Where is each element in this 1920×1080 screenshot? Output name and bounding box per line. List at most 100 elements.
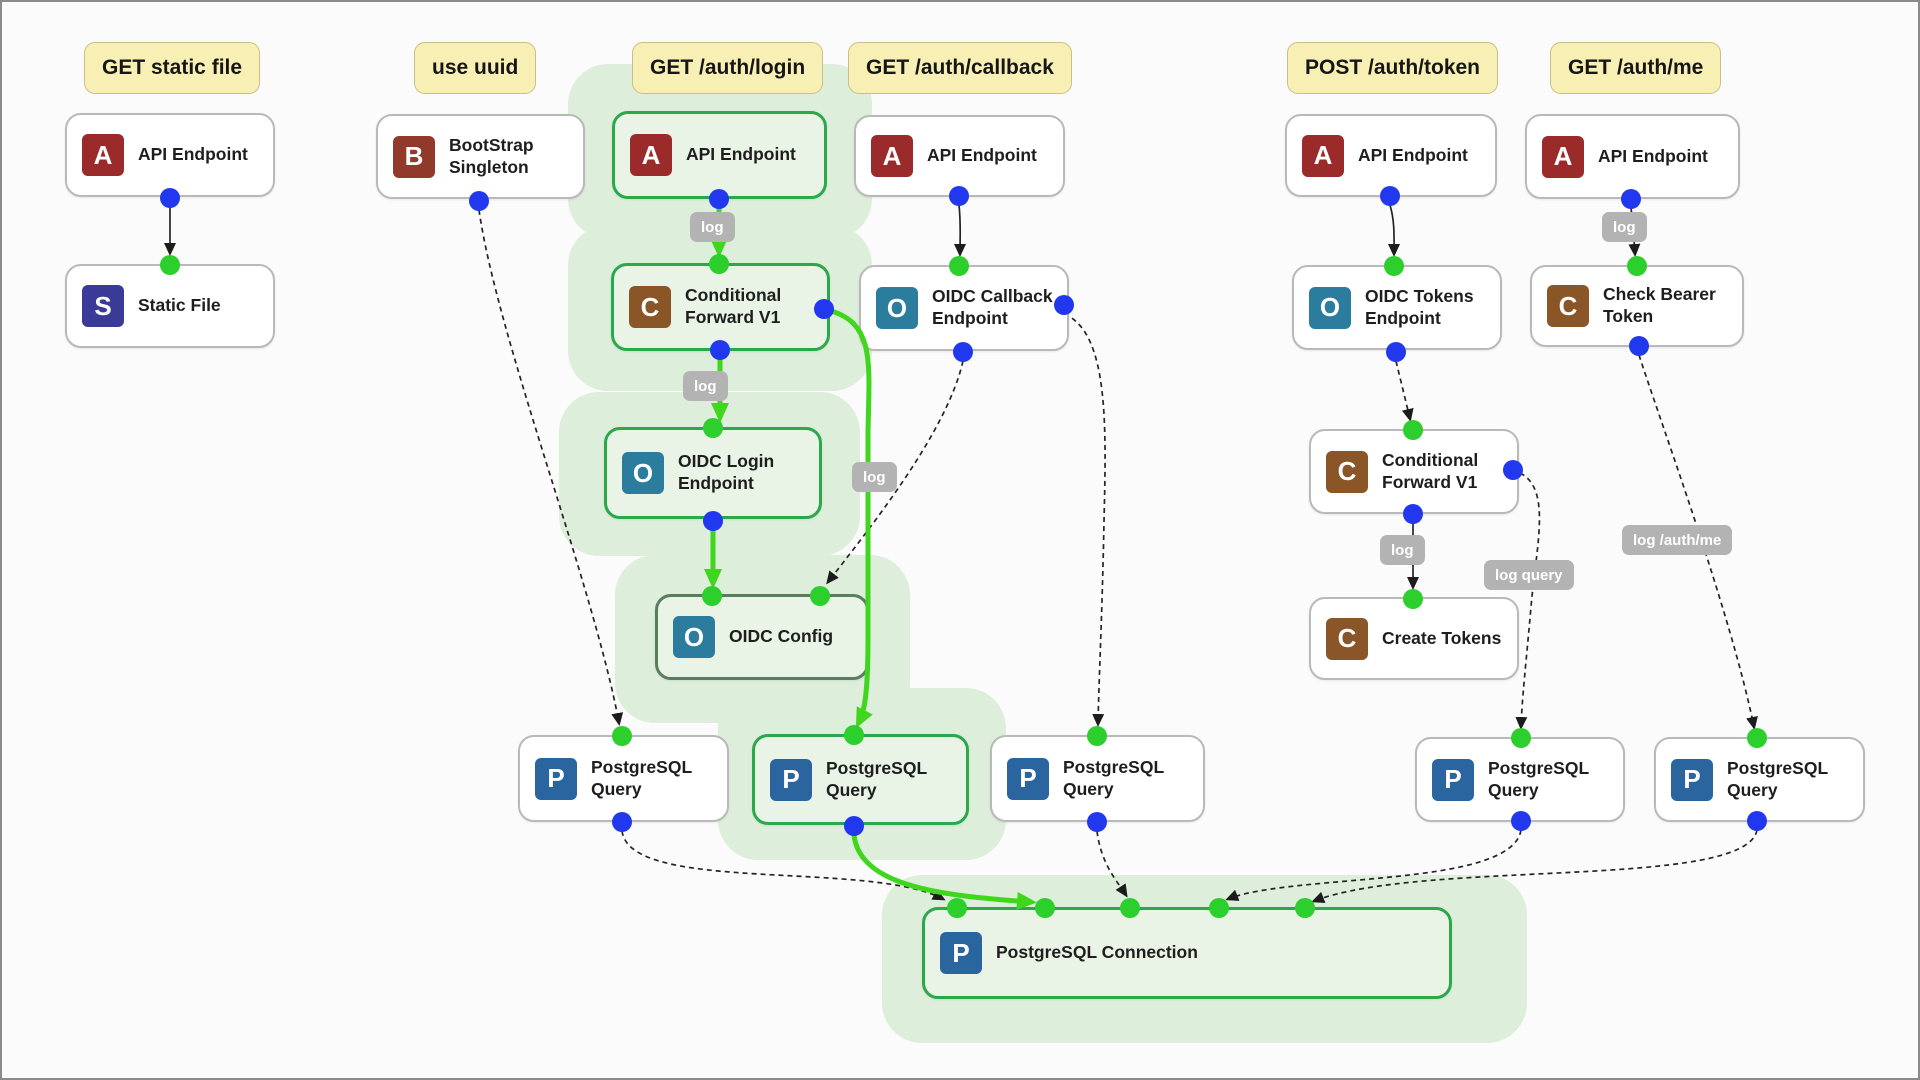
oidc-icon: O [1309, 286, 1351, 329]
input-port[interactable] [702, 586, 722, 606]
edge-label-log[interactable]: log [1380, 535, 1425, 565]
edge-label-log[interactable]: log [690, 212, 735, 242]
output-port[interactable] [1503, 460, 1523, 480]
edge-label-log[interactable]: log [1602, 212, 1647, 242]
node-bootstrap-singleton[interactable]: B BootStrap Singleton [376, 114, 585, 199]
route-label-get-auth-callback[interactable]: GET /auth/callback [848, 42, 1072, 94]
node-oidc-login-endpoint[interactable]: O OIDC Login Endpoint [604, 427, 822, 519]
input-port[interactable] [709, 254, 729, 274]
output-port[interactable] [160, 188, 180, 208]
output-port[interactable] [949, 186, 969, 206]
output-port[interactable] [703, 511, 723, 531]
edge-label-log[interactable]: log [683, 371, 728, 401]
node-conditional-forward-token[interactable]: C Conditional Forward V1 [1309, 429, 1519, 514]
input-port[interactable] [1120, 898, 1140, 918]
output-port[interactable] [1054, 295, 1074, 315]
edge-condfwd-to-query4[interactable] [1515, 472, 1541, 730]
input-port[interactable] [1384, 256, 1404, 276]
node-static-file[interactable]: S Static File [65, 264, 275, 348]
input-port[interactable] [1627, 256, 1647, 276]
edge-query1-to-connection[interactable] [621, 830, 946, 901]
node-api-endpoint-me[interactable]: A API Endpoint [1525, 114, 1740, 199]
node-postgresql-query-4[interactable]: P PostgreSQL Query [1415, 737, 1625, 822]
conditional-forward-icon: C [1326, 450, 1368, 493]
output-port[interactable] [1747, 811, 1767, 831]
route-label-get-auth-me[interactable]: GET /auth/me [1550, 42, 1722, 94]
oidc-icon: O [673, 616, 715, 658]
input-port[interactable] [1403, 420, 1423, 440]
output-port[interactable] [1629, 336, 1649, 356]
output-port[interactable] [612, 812, 632, 832]
input-port[interactable] [1209, 898, 1229, 918]
node-label: API Endpoint [927, 145, 1037, 166]
node-label: PostgreSQL Query [1063, 756, 1164, 799]
input-port[interactable] [612, 726, 632, 746]
output-port[interactable] [469, 191, 489, 211]
node-label: BootStrap Singleton [449, 134, 534, 177]
input-port[interactable] [703, 418, 723, 438]
output-port[interactable] [1087, 812, 1107, 832]
edge-query5-to-connection[interactable] [1311, 829, 1758, 904]
output-port[interactable] [1621, 189, 1641, 209]
output-port[interactable] [1403, 504, 1423, 524]
create-tokens-icon: C [1326, 617, 1368, 660]
output-port[interactable] [1511, 811, 1531, 831]
input-port[interactable] [1403, 589, 1423, 609]
node-api-endpoint-callback[interactable]: A API Endpoint [854, 115, 1065, 197]
edge-label-log-query[interactable]: log query [1484, 560, 1574, 590]
node-label: API Endpoint [1598, 145, 1708, 166]
api-endpoint-icon: A [630, 134, 672, 176]
edge-tokens-to-condfwd[interactable] [1395, 360, 1414, 422]
node-api-endpoint-token[interactable]: A API Endpoint [1285, 114, 1497, 197]
node-label: OIDC Tokens Endpoint [1365, 285, 1474, 328]
output-port[interactable] [814, 299, 834, 319]
output-port[interactable] [1386, 342, 1406, 362]
output-port[interactable] [710, 340, 730, 360]
node-postgresql-query-1[interactable]: P PostgreSQL Query [518, 735, 729, 822]
node-oidc-tokens-endpoint[interactable]: O OIDC Tokens Endpoint [1292, 265, 1502, 350]
edge-bootstrap-to-query1[interactable] [478, 209, 624, 726]
edge-label-log[interactable]: log [852, 462, 897, 492]
api-endpoint-icon: A [82, 134, 124, 176]
oidc-icon: O [876, 287, 918, 329]
node-label: PostgreSQL Connection [996, 942, 1198, 963]
input-port[interactable] [1295, 898, 1315, 918]
input-port[interactable] [1511, 728, 1531, 748]
route-label-post-auth-token[interactable]: POST /auth/token [1287, 42, 1499, 94]
edge-label-log-auth-me[interactable]: log /auth/me [1622, 525, 1733, 555]
route-label-get-auth-login[interactable]: GET /auth/login [632, 42, 824, 94]
input-port[interactable] [1087, 726, 1107, 746]
node-label: PostgreSQL Query [826, 757, 927, 800]
node-conditional-forward-login[interactable]: C Conditional Forward V1 [611, 263, 830, 351]
node-label: Conditional Forward V1 [685, 285, 782, 327]
input-port[interactable] [947, 898, 967, 918]
edge-api-to-oidc-callback[interactable] [954, 204, 967, 257]
output-port[interactable] [953, 342, 973, 362]
node-api-endpoint-static[interactable]: A API Endpoint [65, 113, 275, 197]
route-label-get-static-file[interactable]: GET static file [84, 42, 261, 94]
edge-callback-to-query3[interactable] [1063, 313, 1106, 727]
node-label: API Endpoint [138, 144, 248, 165]
output-port[interactable] [709, 189, 729, 209]
input-port[interactable] [810, 586, 830, 606]
node-postgresql-connection[interactable]: P PostgreSQL Connection [922, 907, 1452, 999]
input-port[interactable] [1747, 728, 1767, 748]
node-postgresql-query-2[interactable]: P PostgreSQL Query [752, 734, 969, 825]
route-label-use-uuid[interactable]: use uuid [414, 42, 537, 94]
edge-condfwd-to-query2[interactable] [828, 308, 873, 729]
edge-api-to-oidc-tokens[interactable] [1388, 204, 1401, 257]
output-port[interactable] [844, 816, 864, 836]
output-port[interactable] [1380, 186, 1400, 206]
input-port[interactable] [844, 725, 864, 745]
input-port[interactable] [1035, 898, 1055, 918]
input-port[interactable] [160, 255, 180, 275]
edge-query2-to-connection[interactable] [851, 832, 1037, 910]
node-oidc-callback-endpoint[interactable]: O OIDC Callback Endpoint [859, 265, 1069, 351]
edge-callback-to-oidc-config[interactable] [826, 360, 964, 585]
node-api-endpoint-login[interactable]: A API Endpoint [612, 111, 827, 199]
node-postgresql-query-5[interactable]: P PostgreSQL Query [1654, 737, 1865, 822]
edge-query3-to-connection[interactable] [1096, 830, 1128, 898]
input-port[interactable] [949, 256, 969, 276]
